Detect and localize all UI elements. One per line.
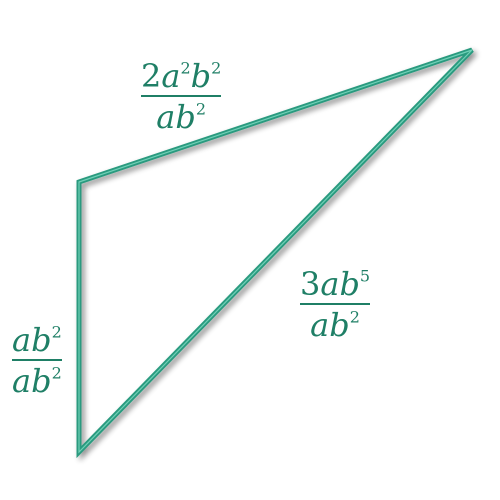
variable-b: b: [31, 362, 52, 400]
variable-a: a: [156, 98, 176, 136]
variable-a: a: [161, 57, 181, 95]
variable-a: a: [12, 321, 32, 359]
variable-b: b: [190, 57, 212, 95]
variable-b: b: [339, 265, 360, 303]
coefficient: 3: [300, 265, 321, 303]
exponent: 2: [51, 363, 62, 383]
left-side-label: ab2 ab2: [12, 324, 62, 397]
variable-a: a: [320, 265, 340, 303]
variable-a: a: [310, 306, 330, 344]
left-side-numerator: ab2: [12, 324, 62, 356]
fraction-bar: [141, 95, 222, 97]
variable-b: b: [329, 306, 350, 344]
fraction-bar: [12, 359, 62, 361]
exponent: 2: [51, 322, 62, 342]
hypotenuse-label: 3ab5 ab2: [300, 268, 371, 341]
variable-b: b: [31, 321, 52, 359]
top-side-denominator: ab2: [156, 101, 206, 133]
top-side-numerator: 2a2b2: [141, 60, 221, 92]
hypotenuse-numerator: 3ab5: [300, 268, 370, 300]
exponent: 2: [195, 99, 207, 119]
left-side-denominator: ab2: [12, 365, 62, 397]
exponent: 2: [180, 58, 191, 78]
variable-b: b: [175, 98, 196, 136]
hypotenuse-denominator: ab2: [310, 309, 360, 341]
exponent: 2: [211, 58, 222, 78]
variable-a: a: [12, 362, 32, 400]
exponent: 5: [359, 266, 371, 286]
coefficient: 2: [141, 57, 162, 95]
fraction-bar: [300, 303, 371, 305]
exponent: 2: [349, 307, 360, 327]
triangle-highlight: [78, 49, 473, 454]
top-side-label: 2a2b2 ab2: [141, 60, 222, 133]
